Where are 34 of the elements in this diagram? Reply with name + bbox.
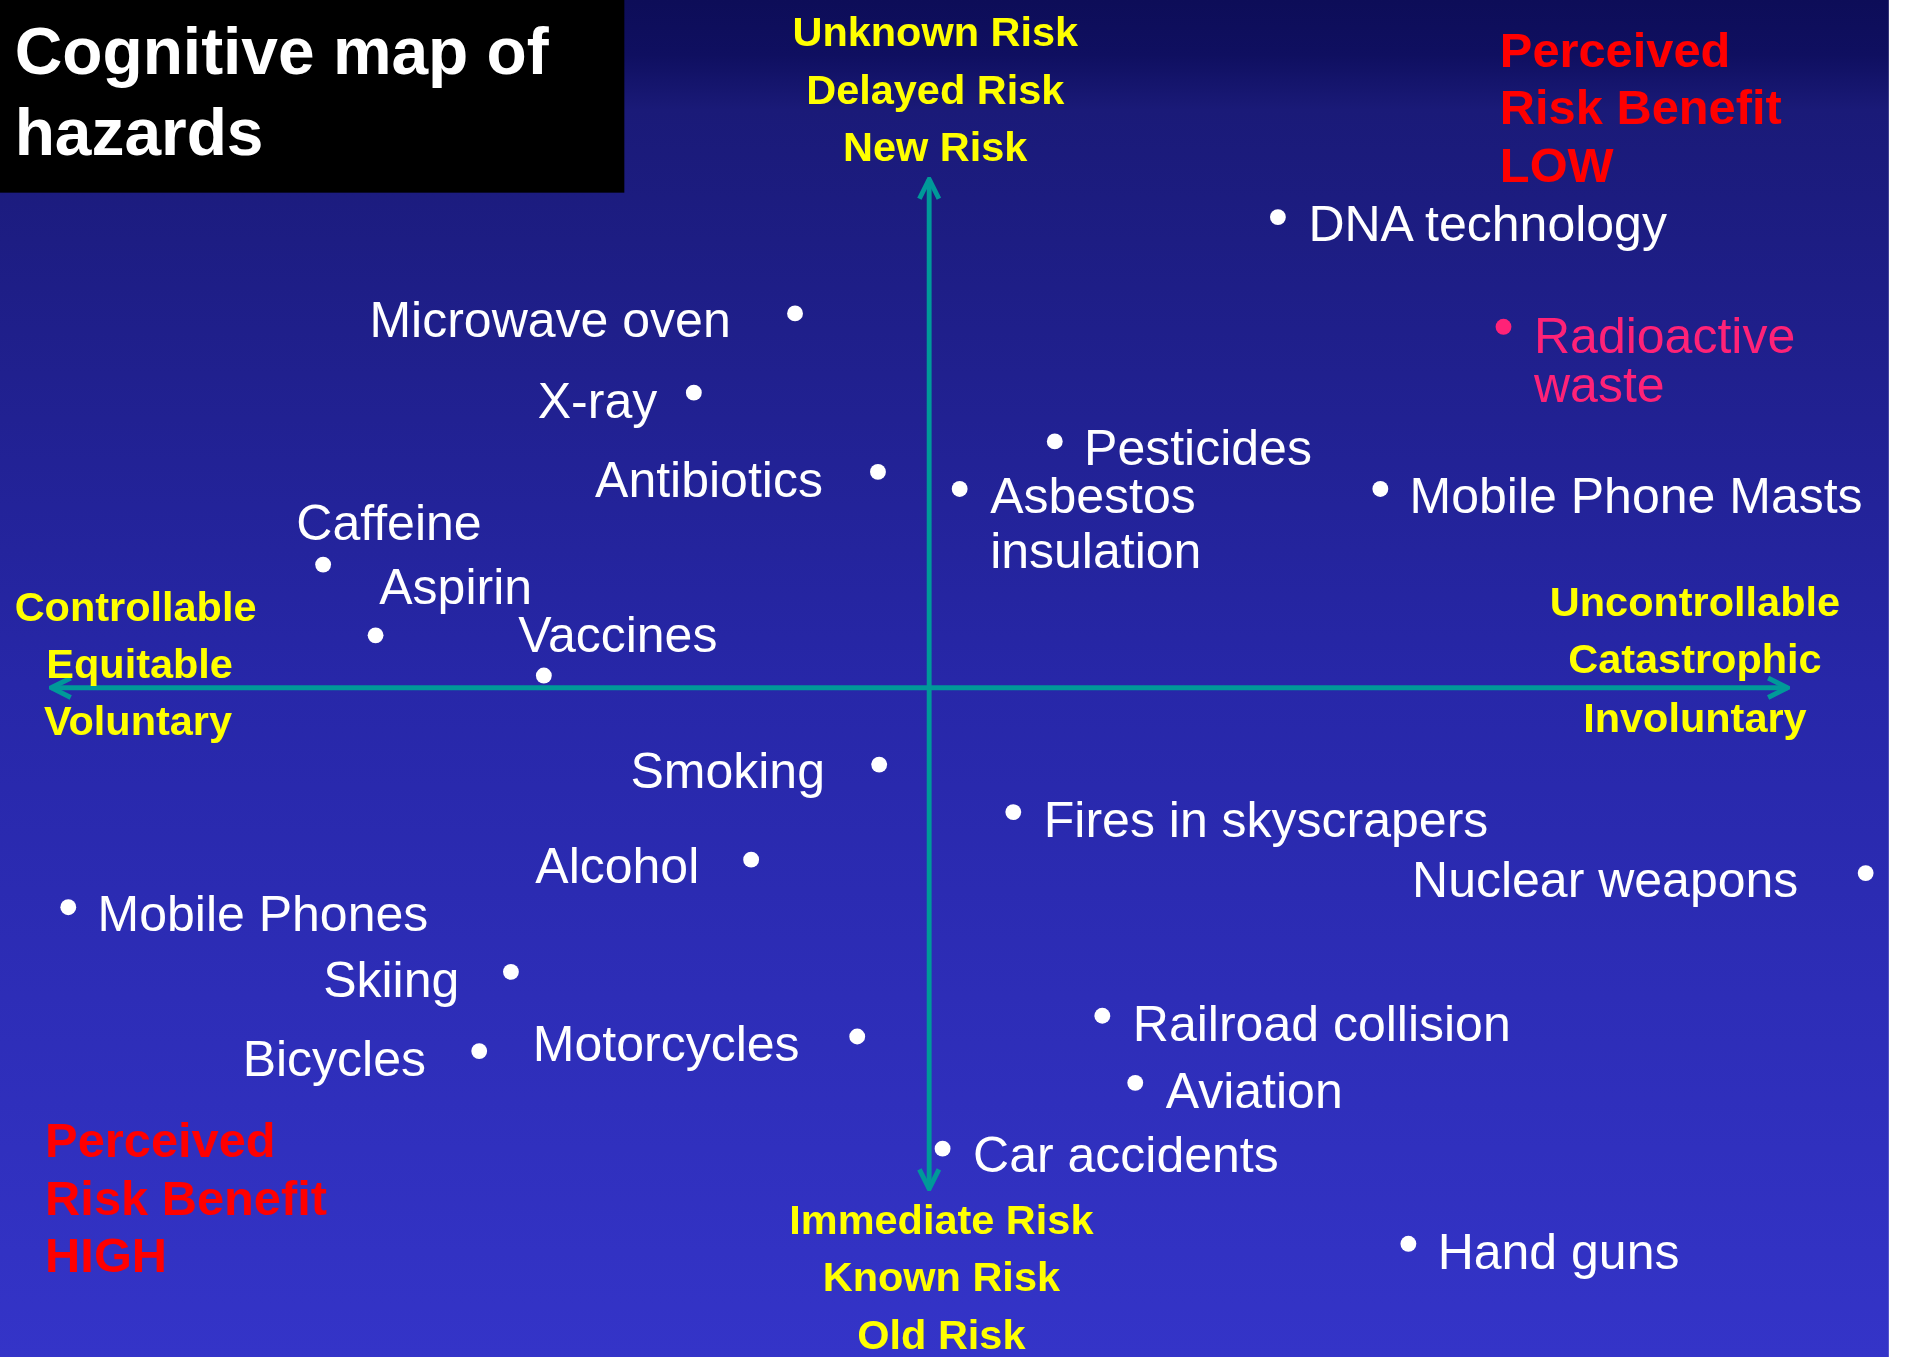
hazard-label: Alcohol <box>535 839 700 895</box>
hazard-label: Fires in skyscrapers <box>1043 793 1489 849</box>
hazard-label: Hand guns <box>1437 1224 1680 1280</box>
title: Cognitive map of hazards <box>14 13 550 171</box>
hazard-label: Nuclear weapons <box>1412 852 1799 908</box>
hazard-label: Caffeine <box>296 495 482 551</box>
axis-pole-label: Delayed Risk <box>806 68 1065 110</box>
axis-pole-label: Uncontrollable <box>1549 580 1841 622</box>
hazard-label: Bicycles <box>242 1032 426 1088</box>
hazard-label: Mobile Phone Masts <box>1409 468 1863 524</box>
quadrant-note: Perceived Risk Benefit HIGH <box>45 1112 328 1285</box>
hazard-label: Microwave oven <box>369 293 731 349</box>
hazard-label: DNA technology <box>1308 196 1667 252</box>
axis-pole-label: Catastrophic <box>1568 637 1822 680</box>
hazard-label: Aviation <box>1165 1063 1343 1119</box>
axis-pole-label: Controllable <box>14 585 257 627</box>
hazard-label: Skiing <box>323 952 460 1008</box>
hazard-label: Motorcycles <box>532 1017 800 1073</box>
hazard-label: Car accidents <box>973 1128 1279 1184</box>
axis-pole-label: New Risk <box>843 125 1028 168</box>
axis-pole-label: Involuntary <box>1583 696 1807 738</box>
hazard-label: Radioactive waste <box>1534 311 1797 410</box>
hazard-label: Antibiotics <box>595 452 823 508</box>
axis-pole-label: Known Risk <box>822 1255 1060 1298</box>
hazard-label: X-ray <box>537 373 658 429</box>
axis-pole-label: Equitable <box>46 642 233 685</box>
axis-pole-label: Unknown Risk <box>792 10 1079 53</box>
hazard-label: Smoking <box>630 744 825 800</box>
hazard-label: Railroad collision <box>1132 996 1511 1052</box>
quadrant-note: Perceived Risk Benefit LOW <box>1499 22 1783 194</box>
axis-pole-label: Immediate Risk <box>789 1198 1094 1241</box>
hazard-label: Mobile Phones <box>97 887 429 943</box>
axis-pole-label: Voluntary <box>43 699 233 742</box>
axis-pole-label: Old Risk <box>857 1313 1026 1355</box>
